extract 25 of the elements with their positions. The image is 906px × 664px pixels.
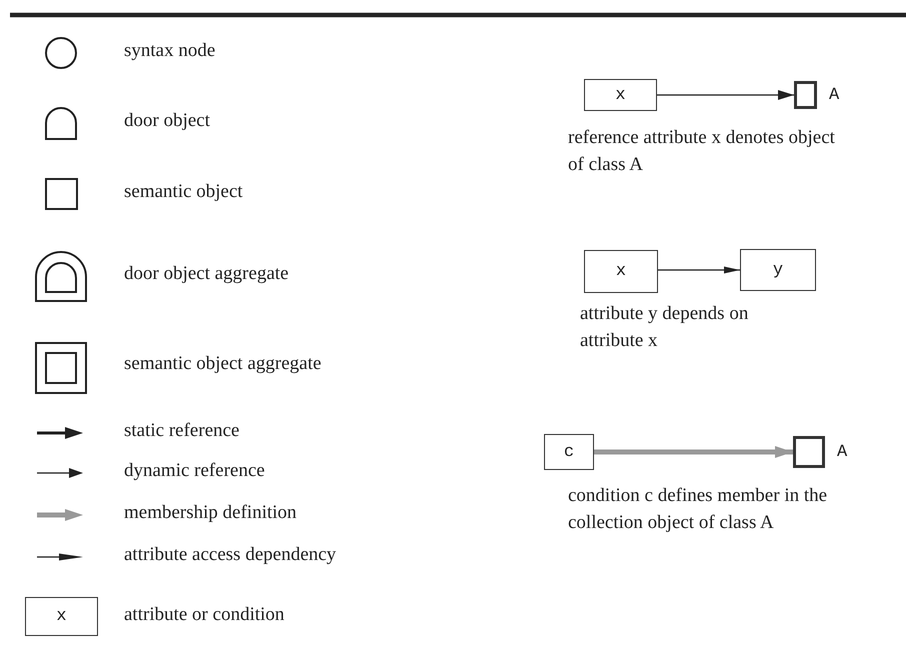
- legend-text: door object: [124, 109, 210, 133]
- legend-text: dynamic reference: [124, 459, 265, 483]
- legend-text: syntax node: [124, 39, 216, 63]
- legend-text: static reference: [124, 419, 240, 443]
- legend-text: attribute access dependency: [124, 543, 336, 567]
- attribute-box: y: [740, 249, 816, 291]
- arrow: [657, 90, 794, 100]
- attribute-box: x: [584, 250, 658, 293]
- legend-text: attribute or condition: [124, 603, 284, 627]
- object-square: [794, 81, 817, 109]
- legend-text: membership definition: [124, 501, 297, 525]
- attribute-box: c: [544, 434, 594, 470]
- example-caption: attribute y depends on attribute x: [580, 302, 750, 353]
- class-name: A: [829, 85, 840, 107]
- attribute-box: x: [25, 597, 98, 636]
- class-name: A: [837, 442, 848, 464]
- example-caption: condition c defines member in the collection object of class A: [568, 484, 828, 535]
- legend-text: semantic object: [124, 180, 243, 204]
- example-caption: reference attribute x denotes object of class A: [568, 126, 836, 177]
- arrow: [594, 446, 793, 458]
- attribute-box: x: [584, 79, 657, 111]
- object-square: [793, 436, 825, 468]
- legend-text: door object aggregate: [124, 262, 289, 286]
- legend-text: semantic object aggregate: [124, 352, 322, 376]
- arrow: [658, 266, 740, 274]
